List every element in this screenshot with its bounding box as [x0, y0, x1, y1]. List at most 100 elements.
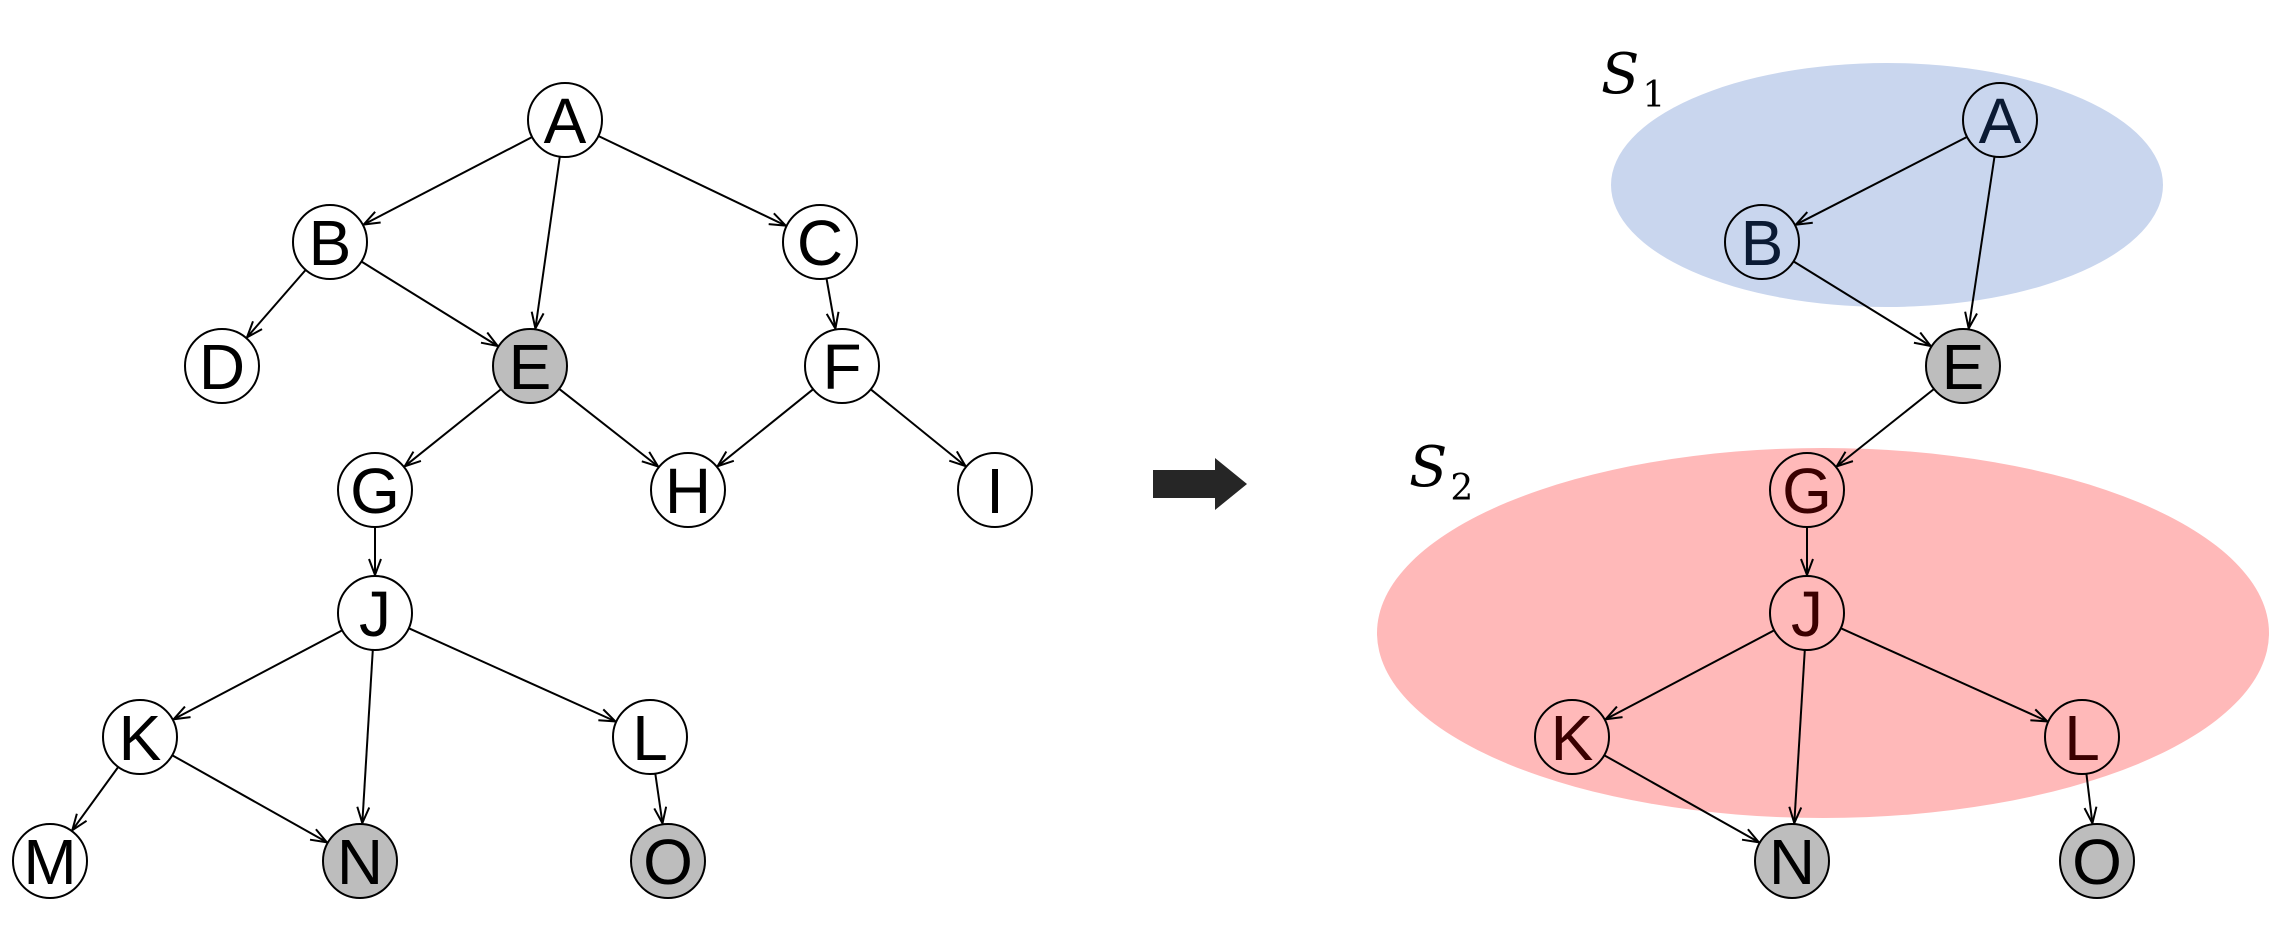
left-node-j-label: J: [359, 578, 391, 650]
left-node-g-label: G: [350, 455, 400, 527]
left-node-n-circle: [322, 823, 398, 899]
left-edge-a-c: [597, 135, 785, 226]
left-node-f: F: [804, 328, 880, 404]
right-node-j-label: J: [1791, 578, 1823, 650]
left-edge-b-d: [247, 269, 307, 337]
left-node-m-label: M: [23, 826, 76, 898]
right-node-k: K: [1534, 699, 1610, 775]
right-node-e-label: E: [1942, 331, 1985, 403]
left-node-l-label: L: [632, 702, 668, 774]
left-node-b-circle: [292, 204, 368, 280]
right-node-j-circle: [1769, 575, 1845, 651]
right-node-a-circle: [1962, 82, 2038, 158]
right-edge-a-b: [1796, 136, 1968, 225]
right-node-l-label: L: [2064, 702, 2100, 774]
left-node-h-circle: [650, 452, 726, 528]
left-node-j-circle: [337, 575, 413, 651]
right-node-n: N: [1754, 823, 1830, 899]
right-arrow-icon: [1153, 458, 1247, 510]
left-node-i-circle: [957, 452, 1033, 528]
left-node-b: B: [292, 204, 368, 280]
right-edge-a-e: [1969, 156, 1996, 329]
right-node-a-label: A: [1979, 85, 2022, 157]
left-edge-b-e: [360, 260, 497, 347]
right-node-b-circle: [1724, 204, 1800, 280]
left-node-o-circle: [630, 823, 706, 899]
right-node-g-circle: [1769, 452, 1845, 528]
right-node-o-circle: [2059, 823, 2135, 899]
right-node-g: G: [1769, 452, 1845, 528]
right-edge-j-l: [1840, 627, 2048, 721]
left-node-f-circle: [804, 328, 880, 404]
right-node-g-label: G: [1782, 455, 1832, 527]
left-node-k-label: K: [119, 702, 162, 774]
right-edge-j-k: [1606, 629, 1775, 719]
left-node-i-label: I: [986, 455, 1004, 527]
left-node-c: C: [782, 204, 858, 280]
left-edge-k-n: [171, 754, 327, 842]
left-node-d-label: D: [199, 331, 245, 403]
right-edge-l-o: [2086, 773, 2092, 824]
left-node-e-circle: [492, 328, 568, 404]
set-s2-label: S2: [1409, 435, 1473, 509]
right-node-l-circle: [2044, 699, 2120, 775]
left-edge-f-h: [718, 388, 814, 466]
left-edge-c-f: [825, 278, 836, 328]
left-node-o: O: [630, 823, 706, 899]
right-edge-j-n: [1794, 649, 1806, 823]
left-node-c-label: C: [797, 207, 843, 279]
left-edge-j-l: [408, 627, 616, 721]
right-node-b-label: B: [1741, 207, 1784, 279]
right-edge-b-e: [1792, 260, 1931, 346]
left-node-o-label: O: [643, 826, 693, 898]
left-node-l-circle: [612, 699, 688, 775]
right-node-b: B: [1724, 204, 1800, 280]
left-edge-k-m: [72, 766, 120, 830]
left-node-a-circle: [527, 82, 603, 158]
left-node-k: K: [102, 699, 178, 775]
right-node-e: E: [1925, 328, 2001, 404]
left-edge-l-o: [655, 773, 662, 824]
left-edge-f-i: [870, 388, 966, 466]
set-labels: S1 S2: [1409, 42, 1665, 509]
left-node-i: I: [957, 452, 1033, 528]
right-node-o-label: O: [2072, 826, 2122, 898]
left-node-m-circle: [12, 823, 88, 899]
right-node-a: A: [1962, 82, 2038, 158]
left-node-h-label: H: [665, 455, 711, 527]
left-node-e-label: E: [509, 331, 552, 403]
right-node-j: J: [1769, 575, 1845, 651]
right-node-n-circle: [1754, 823, 1830, 899]
left-node-f-label: F: [822, 331, 861, 403]
left-node-n: N: [322, 823, 398, 899]
left-edge-j-n: [362, 649, 374, 823]
left-node-d-circle: [184, 328, 260, 404]
left-graph-edges: [72, 135, 966, 842]
left-node-d: D: [184, 328, 260, 404]
right-node-o: O: [2059, 823, 2135, 899]
left-node-h: H: [650, 452, 726, 528]
right-graph-nodes: A B E GJ K L N O: [1534, 82, 2135, 899]
left-edge-j-k: [174, 629, 343, 719]
right-graph-edges: [1604, 136, 2092, 842]
right-node-l: L: [2044, 699, 2120, 775]
right-node-k-circle: [1534, 699, 1610, 775]
right-node-k-label: K: [1551, 702, 1594, 774]
left-node-g-circle: [337, 452, 413, 528]
left-node-c-circle: [782, 204, 858, 280]
set-s1-region: [1611, 63, 2163, 307]
left-node-e: E: [492, 328, 568, 404]
right-node-n-label: N: [1769, 826, 1815, 898]
left-node-n-label: N: [337, 826, 383, 898]
left-node-g: G: [337, 452, 413, 528]
left-node-a: A: [527, 82, 603, 158]
set-s1-label: S1: [1601, 42, 1665, 116]
left-edge-a-b: [364, 136, 533, 225]
right-edge-e-g: [1837, 388, 1935, 466]
left-edge-e-h: [558, 388, 658, 467]
left-node-m: M: [12, 823, 88, 899]
left-node-j: J: [337, 575, 413, 651]
left-node-a-label: A: [544, 85, 587, 157]
left-node-k-circle: [102, 699, 178, 775]
